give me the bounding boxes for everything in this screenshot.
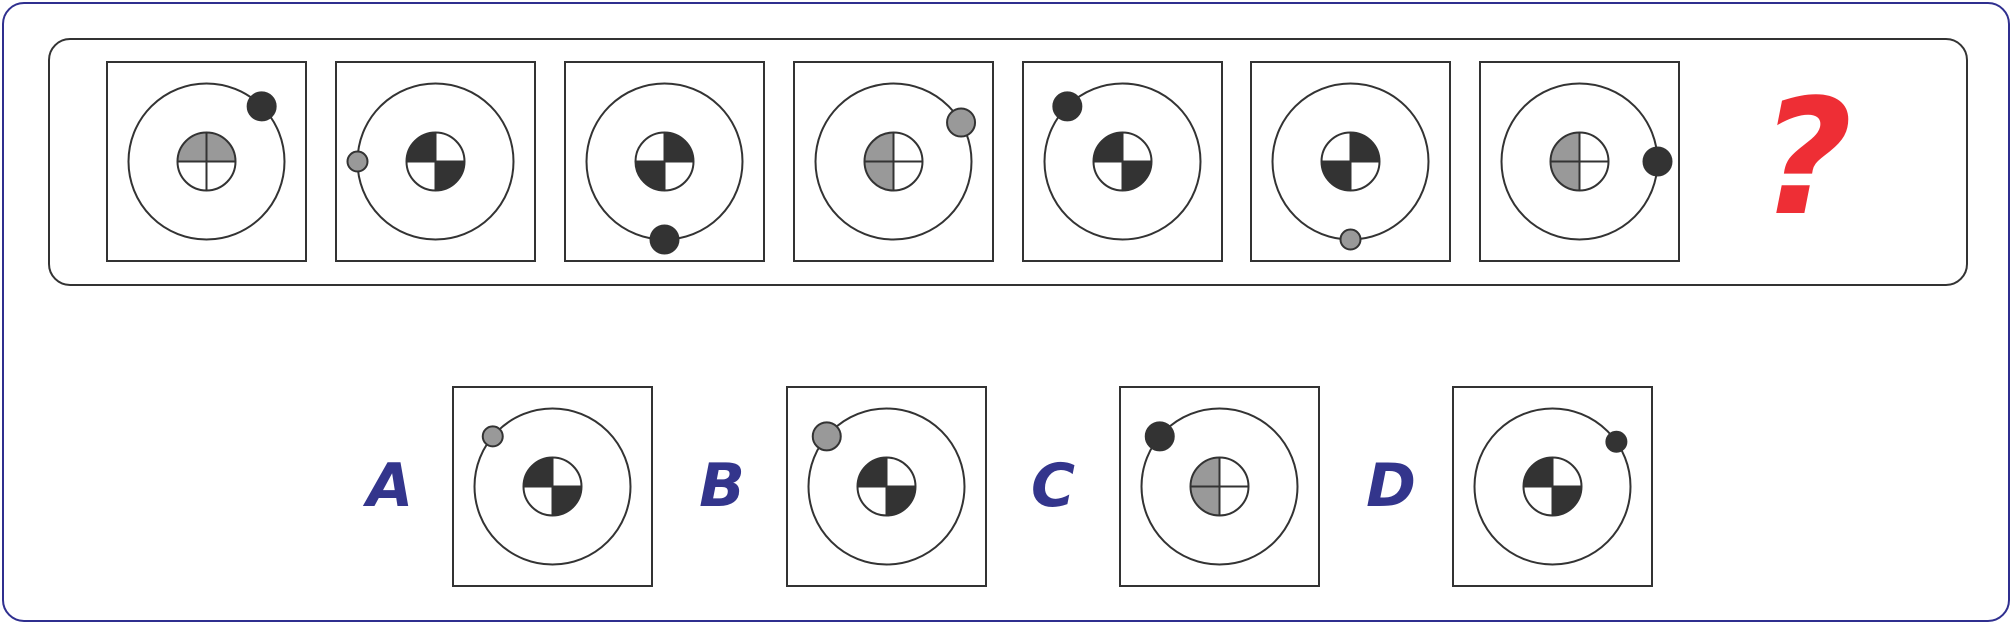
quadrant-top-left bbox=[857, 457, 887, 487]
quadrant-bottom-right bbox=[1552, 486, 1582, 516]
quadrant-top-right bbox=[552, 457, 582, 487]
quadrant-top-left bbox=[406, 132, 436, 162]
quadrant-bottom-left bbox=[523, 486, 553, 516]
quadrant-bottom-right bbox=[1350, 161, 1380, 191]
question-mark: ? bbox=[1759, 64, 1853, 251]
option-c-cell[interactable] bbox=[1119, 386, 1320, 587]
option-d-label[interactable]: D bbox=[1366, 451, 1416, 521]
option-c-figure bbox=[1140, 407, 1299, 566]
option-b-figure bbox=[807, 407, 966, 566]
quadrant-top-left bbox=[864, 132, 894, 162]
quadrant-bottom-left bbox=[1190, 486, 1220, 516]
sequence-cell-6 bbox=[1250, 61, 1451, 262]
quadrant-top-left bbox=[1550, 132, 1580, 162]
quadrant-bottom-right bbox=[893, 161, 923, 191]
quadrant-top-left bbox=[1523, 457, 1553, 487]
quadrant-top-right bbox=[1579, 132, 1609, 162]
option-d-figure bbox=[1473, 407, 1632, 566]
sequence-figure-2 bbox=[346, 82, 515, 241]
quadrant-bottom-right bbox=[886, 486, 916, 516]
quadrant-top-right bbox=[886, 457, 916, 487]
quadrant-bottom-left bbox=[857, 486, 887, 516]
quadrant-top-right bbox=[893, 132, 923, 162]
quadrant-top-right bbox=[1350, 132, 1380, 162]
quadrant-bottom-left bbox=[1523, 486, 1553, 516]
sequence-figure-7 bbox=[1500, 82, 1673, 241]
quadrant-bottom-left bbox=[864, 161, 894, 191]
quadrant-bottom-left bbox=[1550, 161, 1580, 191]
sequence-cell-2 bbox=[335, 61, 536, 262]
quadrant-bottom-left bbox=[1321, 161, 1351, 191]
sequence-figure-1 bbox=[127, 82, 286, 241]
quadrant-bottom-left bbox=[1093, 161, 1123, 191]
option-d-cell[interactable] bbox=[1452, 386, 1653, 587]
quadrant-bottom-right bbox=[1219, 486, 1249, 516]
sequence-cell-1 bbox=[106, 61, 307, 262]
orbit-dot bbox=[1339, 228, 1362, 251]
orbit-dot bbox=[481, 425, 504, 448]
quadrant-top-right bbox=[1219, 457, 1249, 487]
quadrant-top-right bbox=[206, 132, 236, 162]
quadrant-top-right bbox=[435, 132, 465, 162]
sequence-cell-5 bbox=[1022, 61, 1223, 262]
orbit-dot bbox=[1642, 146, 1673, 177]
quadrant-top-left bbox=[635, 132, 665, 162]
quadrant-top-left bbox=[1190, 457, 1220, 487]
sequence-figure-5 bbox=[1043, 82, 1202, 241]
quadrant-bottom-right bbox=[664, 161, 694, 191]
quadrant-top-right bbox=[1552, 457, 1582, 487]
sequence-cell-7 bbox=[1479, 61, 1680, 262]
option-a-cell[interactable] bbox=[452, 386, 653, 587]
sequence-panel bbox=[48, 38, 1968, 286]
sequence-figure-4 bbox=[814, 82, 977, 241]
quadrant-bottom-left bbox=[406, 161, 436, 191]
sequence-figure-3 bbox=[585, 82, 744, 255]
option-c-label[interactable]: C bbox=[1030, 451, 1076, 521]
quadrant-bottom-right bbox=[435, 161, 465, 191]
orbit-dot bbox=[649, 224, 680, 255]
option-b-label[interactable]: B bbox=[699, 451, 745, 521]
quadrant-bottom-right bbox=[1579, 161, 1609, 191]
quadrant-bottom-right bbox=[552, 486, 582, 516]
orbit-dot bbox=[1605, 430, 1628, 453]
option-a-figure bbox=[473, 407, 632, 566]
orbit-dot bbox=[346, 150, 369, 173]
sequence-figure-6 bbox=[1271, 82, 1430, 251]
quadrant-bottom-left bbox=[177, 161, 207, 191]
orbit-dot bbox=[946, 107, 977, 138]
orbit-dot bbox=[1144, 421, 1175, 452]
quadrant-bottom-right bbox=[206, 161, 236, 191]
orbit-dot bbox=[811, 421, 842, 452]
quadrant-top-left bbox=[1321, 132, 1351, 162]
quadrant-top-right bbox=[1122, 132, 1152, 162]
sequence-cell-3 bbox=[564, 61, 765, 262]
orbit-dot bbox=[246, 91, 277, 122]
orbit-dot bbox=[1052, 91, 1083, 122]
quadrant-bottom-right bbox=[1122, 161, 1152, 191]
quadrant-bottom-left bbox=[635, 161, 665, 191]
quadrant-top-left bbox=[177, 132, 207, 162]
quadrant-top-right bbox=[664, 132, 694, 162]
option-b-cell[interactable] bbox=[786, 386, 987, 587]
quadrant-top-left bbox=[523, 457, 553, 487]
quadrant-top-left bbox=[1093, 132, 1123, 162]
sequence-cell-4 bbox=[793, 61, 994, 262]
option-a-label[interactable]: A bbox=[366, 451, 414, 521]
